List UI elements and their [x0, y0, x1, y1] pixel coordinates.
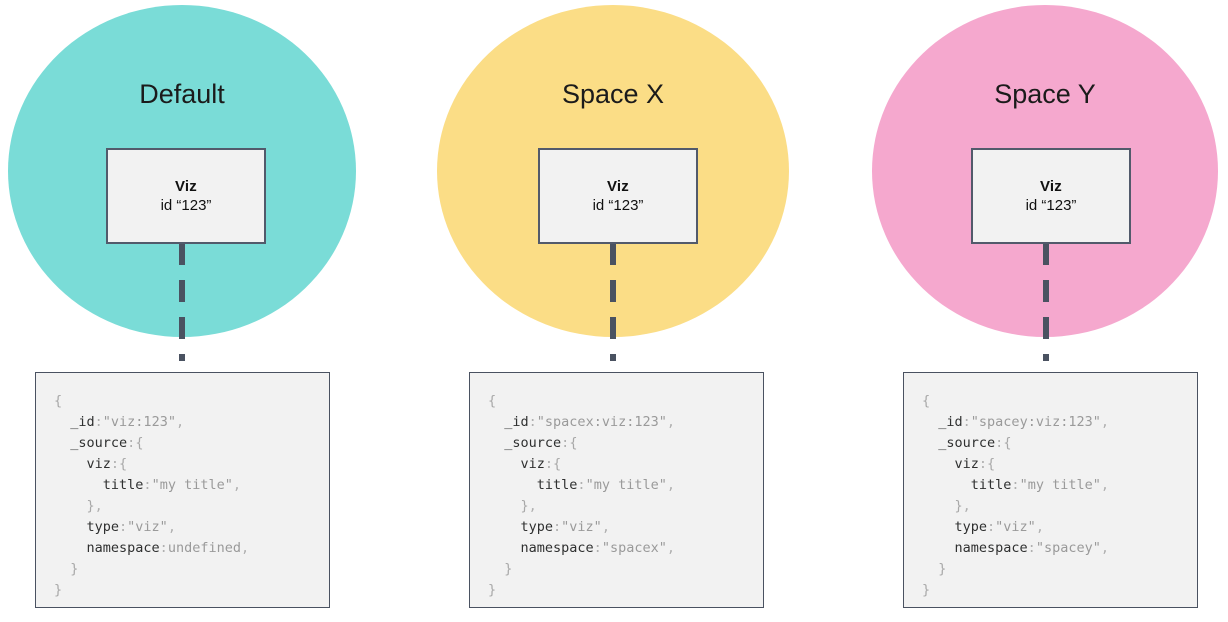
- viz-node-subtitle-spacex: id “123”: [592, 196, 644, 214]
- code-content-spacey: { _id:"spacey:viz:123", _source:{ viz:{ …: [922, 393, 1109, 598]
- viz-node-title-spacey: Viz: [1039, 177, 1062, 195]
- viz-node-title-spacex: Viz: [606, 177, 629, 195]
- viz-node-title-default: Viz: [174, 177, 197, 195]
- viz-node-subtitle-default: id “123”: [160, 196, 212, 214]
- viz-node-spacey: Viz id “123”: [971, 148, 1131, 244]
- code-block-default: { _id:"viz:123", _source:{ viz:{ title:"…: [35, 372, 330, 608]
- connector-default: [179, 243, 185, 361]
- space-circle-label-spacex: Space X: [561, 79, 665, 109]
- code-block-spacey: { _id:"spacey:viz:123", _source:{ viz:{ …: [903, 372, 1198, 608]
- code-content-default: { _id:"viz:123", _source:{ viz:{ title:"…: [54, 393, 250, 598]
- viz-node-default: Viz id “123”: [106, 148, 266, 244]
- space-circle-label-default: Default: [139, 79, 225, 109]
- space-circle-label-spacey: Space Y: [994, 79, 1096, 109]
- code-block-spacex: { _id:"spacex:viz:123", _source:{ viz:{ …: [469, 372, 764, 608]
- connector-spacey: [1043, 243, 1049, 361]
- connector-spacex: [610, 243, 616, 361]
- viz-node-subtitle-spacey: id “123”: [1025, 196, 1077, 214]
- code-content-spacex: { _id:"spacex:viz:123", _source:{ viz:{ …: [488, 393, 675, 598]
- viz-node-spacex: Viz id “123”: [538, 148, 698, 244]
